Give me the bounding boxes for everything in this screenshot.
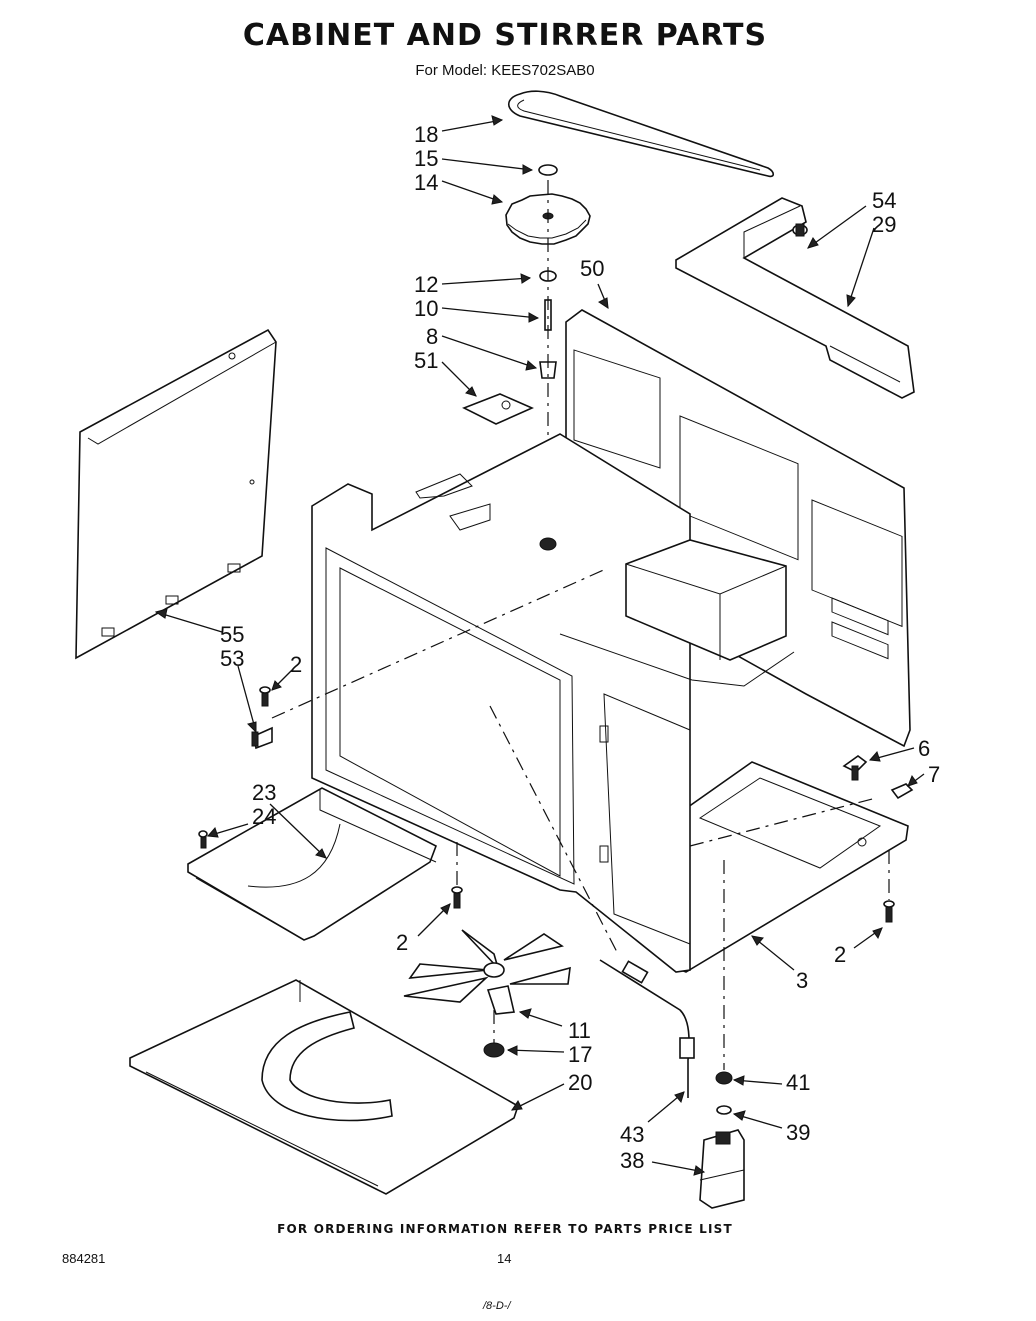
callout-38: 38 (620, 1148, 644, 1173)
callout-39: 39 (786, 1120, 810, 1145)
part-18-gasket (507, 90, 775, 178)
part-53-bracket (251, 726, 273, 750)
callout-2-lower-left: 2 (396, 930, 408, 955)
document-number: 884281 (62, 1251, 106, 1266)
callout-20: 20 (568, 1070, 592, 1095)
part-7-screw (890, 783, 914, 800)
callout-23: 23 (252, 780, 276, 805)
callout-24: 24 (252, 804, 276, 829)
callout-55: 55 (220, 622, 244, 647)
callout-7: 7 (928, 762, 940, 787)
ordering-note: FOR ORDERING INFORMATION REFER TO PARTS … (277, 1222, 733, 1236)
part-15-clip (538, 164, 558, 176)
callout-labels: 18 15 14 12 10 8 51 50 54 29 55 53 2 6 7… (220, 122, 940, 1173)
callout-54: 54 (872, 188, 896, 213)
part-8-bushing (539, 361, 557, 379)
part-39-washer (716, 1105, 732, 1115)
part-51-cover (462, 393, 534, 425)
part-41-nut (715, 1071, 733, 1085)
callout-2-lower-right: 2 (834, 942, 846, 967)
callout-6: 6 (918, 736, 930, 761)
callout-12: 12 (414, 272, 438, 297)
callout-51: 51 (414, 348, 438, 373)
part-24-screw (198, 830, 208, 849)
part-43-probe (599, 959, 695, 1098)
callout-15: 15 (414, 146, 438, 171)
callout-3: 3 (796, 968, 808, 993)
callout-53: 53 (220, 646, 244, 671)
part-2-screw-lower-left (451, 886, 463, 909)
callout-18: 18 (414, 122, 438, 147)
model-subtitle: For Model: KEES702SAB0 (415, 62, 595, 79)
callout-11: 11 (568, 1018, 591, 1043)
callout-10: 10 (414, 296, 438, 321)
part-38-switch (699, 1129, 745, 1209)
handwritten-mark: /8-D-/ (483, 1300, 511, 1312)
page-number: 14 (497, 1251, 512, 1266)
callout-8: 8 (426, 324, 438, 349)
page-title: CABINET AND STIRRER PARTS (242, 18, 768, 53)
cabinet-frame (311, 433, 795, 973)
callout-14: 14 (414, 170, 438, 195)
callout-50: 50 (580, 256, 604, 281)
part-17-nut (483, 1042, 505, 1058)
callout-2-upper-left: 2 (290, 652, 302, 677)
callout-43: 43 (620, 1122, 644, 1147)
part-2-screw-lower-right (883, 900, 895, 923)
part-29-duct (675, 197, 915, 399)
callout-17: 17 (568, 1042, 592, 1067)
part-23-duct (187, 787, 438, 941)
part-11-fan (403, 929, 571, 1015)
part-55-side-panel (75, 328, 277, 660)
callout-41: 41 (786, 1070, 810, 1095)
part-2-screw-left (259, 686, 271, 707)
part-54-grommet (792, 223, 808, 237)
part-20-shield (129, 979, 519, 1195)
callout-29: 29 (872, 212, 896, 237)
leader-lines (154, 115, 925, 1176)
part-6-clip (842, 755, 868, 781)
